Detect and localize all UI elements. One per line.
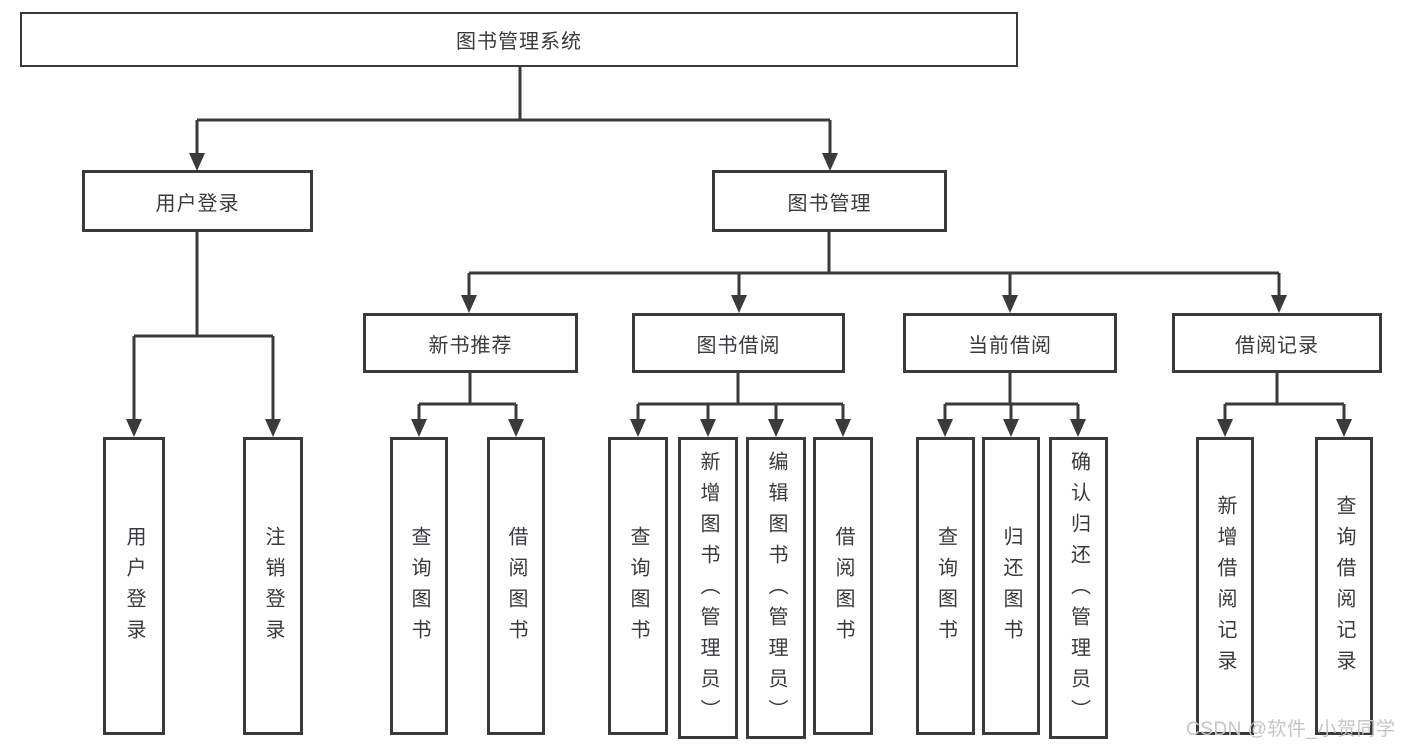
connector-line: [417, 373, 518, 420]
connector-borrow-records-children: [1217, 373, 1352, 437]
arrowhead: [1003, 419, 1019, 437]
csdn-watermark: CSDN @软件_小贺同学: [1186, 719, 1396, 740]
node-leaf-logout: 注销登录: [243, 437, 303, 735]
connector-root-to-level2: [189, 67, 838, 171]
node-leaf-confirm-return-admin: 确认归还（管理员）: [1049, 437, 1108, 739]
arrowhead: [822, 153, 838, 171]
node-book-management: 图书管理: [712, 170, 947, 232]
arrowhead: [411, 419, 427, 437]
node-leaf-add-books-admin: 新增图书（管理员）: [678, 437, 738, 739]
node-borrow-records: 借阅记录: [1172, 313, 1382, 373]
connector-book-borrow-children: [630, 373, 851, 437]
connector-book-mgmt-children: [461, 232, 1287, 313]
connector-line: [195, 67, 832, 154]
arrowhead: [126, 419, 142, 437]
node-leaf-query-borrow-record: 查询借阅记录: [1315, 437, 1373, 735]
arrowhead: [700, 419, 716, 437]
node-library-system: 图书管理系统: [20, 12, 1018, 67]
connector-line: [1223, 373, 1346, 420]
arrowhead: [265, 419, 281, 437]
connector-new-rec-children: [411, 373, 524, 437]
node-user-login: 用户登录: [82, 170, 313, 232]
node-leaf-return-books: 归还图书: [982, 437, 1040, 735]
connector-line: [132, 232, 275, 420]
node-new-book-recommend: 新书推荐: [363, 313, 578, 373]
node-book-borrow: 图书借阅: [632, 313, 845, 373]
arrowhead: [508, 419, 524, 437]
node-leaf-borrow-books-1: 借阅图书: [487, 437, 545, 735]
node-leaf-query-books-2: 查询图书: [608, 437, 668, 735]
arrowhead: [461, 295, 477, 313]
node-leaf-borrow-books-2: 借阅图书: [813, 437, 873, 735]
arrowhead: [1336, 419, 1352, 437]
node-leaf-add-borrow-record: 新增借阅记录: [1196, 437, 1254, 735]
arrowhead: [189, 153, 205, 171]
arrowhead: [1002, 295, 1018, 313]
node-leaf-edit-books-admin: 编辑图书（管理员）: [746, 437, 806, 739]
arrowhead: [630, 419, 646, 437]
arrowhead: [1217, 419, 1233, 437]
connector-line: [636, 373, 845, 420]
connector-user-login-children: [126, 232, 281, 437]
arrowhead: [768, 419, 784, 437]
connector-line: [467, 232, 1281, 296]
node-leaf-query-books-3: 查询图书: [916, 437, 975, 735]
arrowhead: [937, 419, 953, 437]
arrowhead: [1070, 419, 1086, 437]
node-current-borrow: 当前借阅: [903, 313, 1117, 373]
arrowhead: [835, 419, 851, 437]
node-leaf-user-login: 用户登录: [103, 437, 165, 735]
connector-current-borrow-children: [937, 373, 1086, 437]
node-leaf-query-books-1: 查询图书: [390, 437, 448, 735]
arrowhead: [731, 295, 747, 313]
arrowhead: [1271, 295, 1287, 313]
connector-line: [943, 373, 1080, 420]
